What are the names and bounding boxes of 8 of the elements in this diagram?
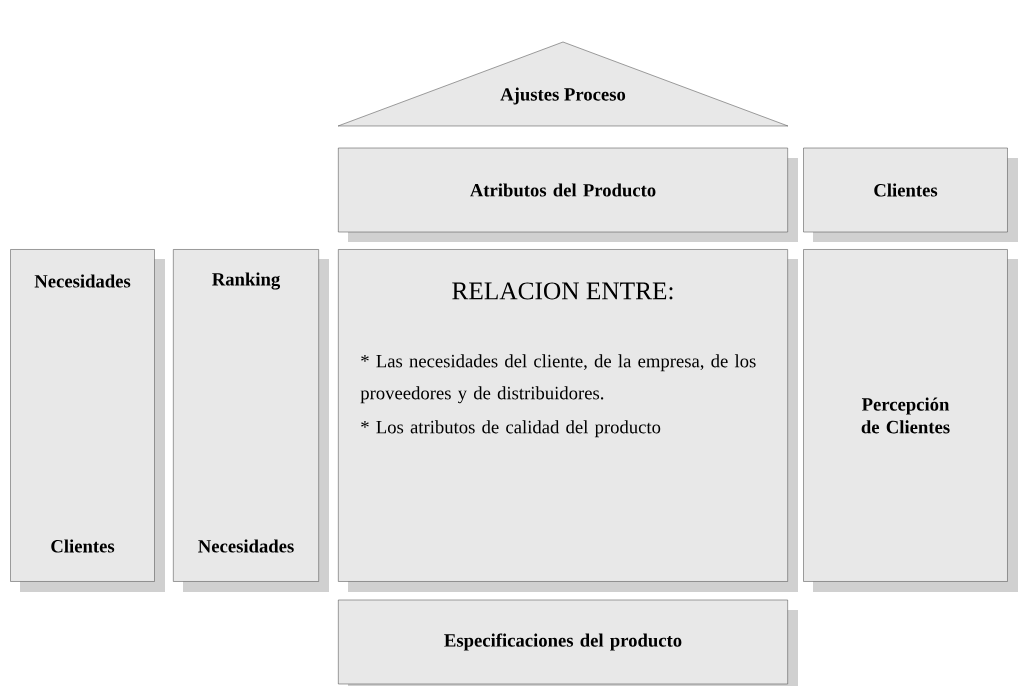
- labeled-box: Percepción de Clientes: [803, 249, 1008, 582]
- labeled-box: RELACION ENTRE: * Las necesidades del cliente, de la empresa, de los proveedores y de distribuidores. * Los atributos de calidad del producto: [338, 249, 788, 582]
- roof-triangle: Ajustes Proceso: [337, 41, 789, 127]
- labeled-box: Atributos del Producto: [338, 147, 788, 233]
- labeled-box: Clientes: [803, 147, 1008, 233]
- labeled-box: Necesidades Clientes: [10, 249, 155, 582]
- labeled-box: Especificaciones del producto: [338, 599, 788, 685]
- labeled-box: Ranking Necesidades: [173, 249, 319, 582]
